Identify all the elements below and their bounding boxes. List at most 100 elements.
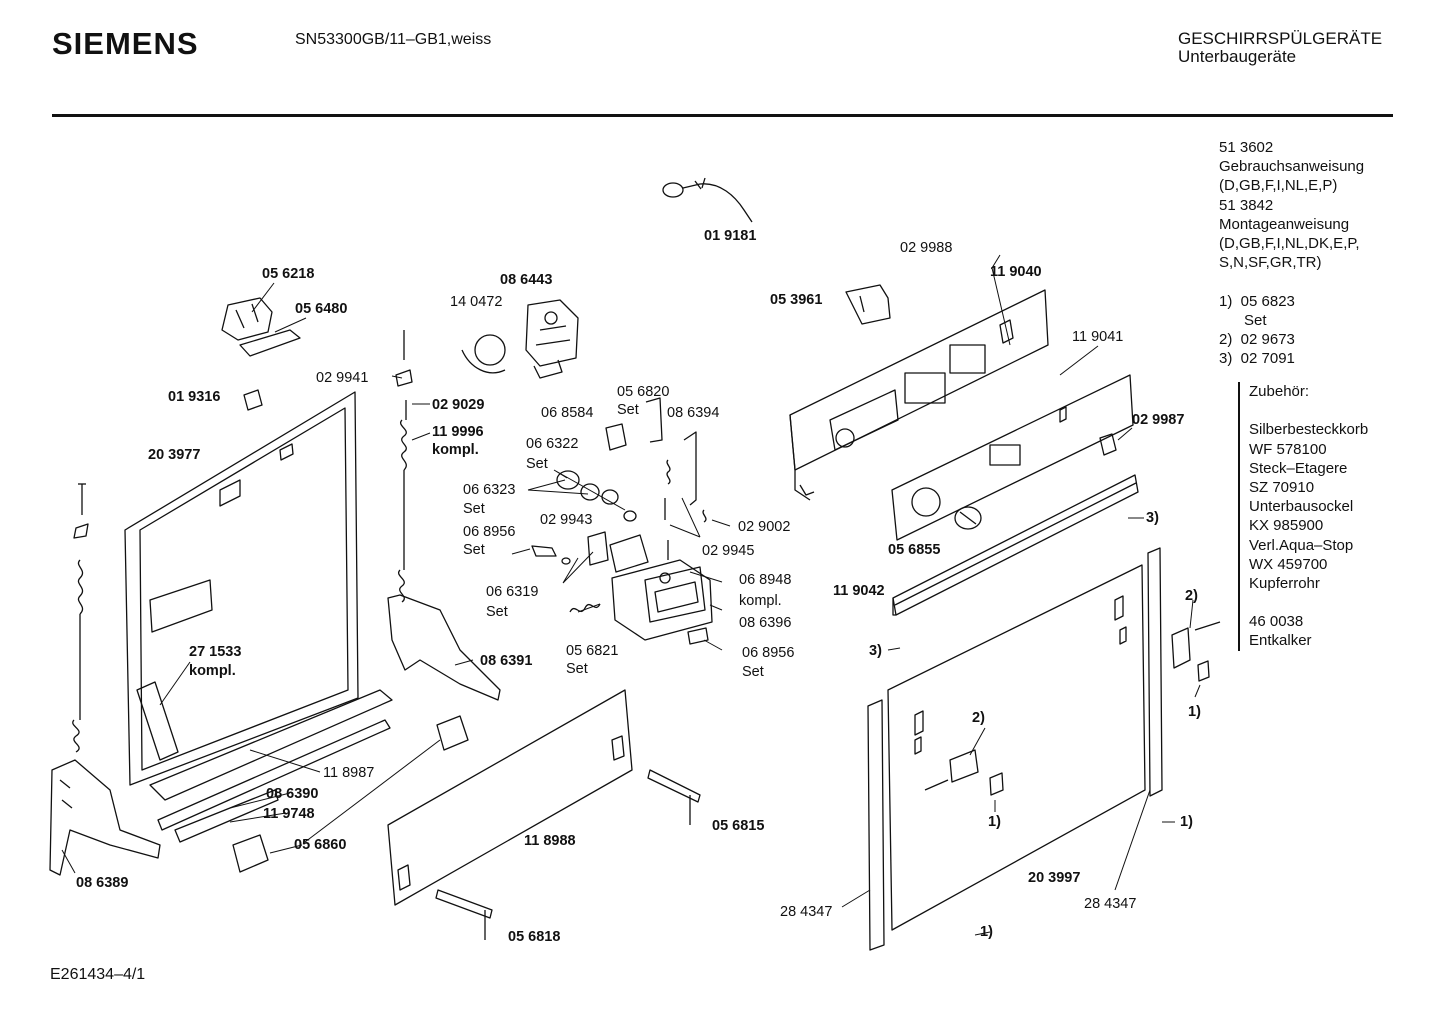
- label-ref1-center: 1): [988, 814, 1001, 830]
- label-086396: 08 6396: [739, 615, 791, 631]
- base-strip-part: [387, 689, 633, 906]
- side-note-line: (D,GB,F,I,NL,DK,E,P,: [1219, 234, 1360, 252]
- label-set-066323: Set: [463, 501, 485, 517]
- label-056218: 05 6218: [262, 266, 314, 282]
- label-029029: 02 9029: [432, 397, 484, 413]
- brand-logo: SIEMENS: [52, 26, 199, 61]
- pin-part-a: [531, 545, 571, 565]
- label-029002: 02 9002: [738, 519, 790, 535]
- label-056480: 05 6480: [295, 301, 347, 317]
- side-note-line: 51 3602: [1219, 139, 1274, 156]
- label-set-056821: Set: [566, 661, 588, 677]
- door-spring-left-part: [72, 483, 89, 753]
- label-068948: 06 8948: [739, 572, 791, 588]
- side-note-line: 51 3842: [1219, 196, 1274, 214]
- label-ref3-lower: 3): [869, 643, 882, 659]
- hinge-assembly-part: [49, 759, 161, 876]
- label-056860: 05 6860: [294, 837, 346, 853]
- accessory-line: SZ 70910: [1249, 478, 1315, 496]
- control-panel-fascia-part: [789, 289, 1049, 501]
- label-118988: 11 8988: [524, 833, 576, 849]
- accessory-line: Verl.Aqua–Stop: [1249, 536, 1354, 554]
- dispenser-spring-part: [569, 603, 601, 613]
- pin-part-b: [687, 627, 709, 645]
- side-note-line: Montageanweisung: [1219, 215, 1350, 233]
- side-note-line: S,N,SF,GR,TR): [1219, 254, 1322, 272]
- label-kompl-119996: kompl.: [432, 442, 479, 458]
- drawing-id: E261434–4/1: [50, 966, 146, 983]
- label-ref2-center: 2): [972, 710, 985, 726]
- dispenser-levers-part: [605, 397, 707, 560]
- category-title: GESCHIRRSPÜLGERÄTE: [1178, 29, 1383, 48]
- accessory-line: Zubehör:: [1249, 383, 1310, 400]
- appliance-category: GESCHIRRSPÜLGERÄTE Unterbaugeräte: [1178, 30, 1382, 66]
- hinge-cover-part: [221, 297, 301, 357]
- label-119041: 11 9041: [1072, 329, 1123, 345]
- label-203977: 20 3977: [148, 447, 200, 463]
- side-note-line: 1) 05 6823: [1219, 292, 1295, 310]
- label-119040: 11 9040: [990, 264, 1042, 280]
- label-086389: 08 6389: [76, 875, 128, 891]
- side-note-line: 3) 02 7091: [1219, 350, 1295, 368]
- label-056815: 05 6815: [712, 818, 764, 834]
- label-068956-b: 06 8956: [742, 645, 794, 661]
- label-119042: 11 9042: [833, 583, 885, 599]
- label-029988: 02 9988: [900, 240, 952, 256]
- label-086443: 08 6443: [500, 272, 552, 288]
- door-spring-mid-part: [395, 330, 413, 603]
- label-029945: 02 9945: [702, 543, 754, 559]
- trim-strip-part: [149, 689, 393, 843]
- label-set-068956-a: Set: [463, 542, 485, 558]
- label-ref3-upper: 3): [1146, 510, 1159, 526]
- timer-knob-part: [461, 334, 506, 374]
- accessory-line: Steck–Etagere: [1249, 459, 1348, 477]
- inner-panel-part: [891, 374, 1134, 541]
- label-140472: 14 0472: [450, 294, 502, 310]
- label-284347-right: 28 4347: [1084, 896, 1136, 912]
- parts-drawing: [49, 177, 1221, 951]
- outer-door-panel-part: [887, 564, 1146, 931]
- accessory-line: KX 985900: [1249, 517, 1324, 535]
- label-066322: 06 6322: [526, 436, 578, 452]
- cable-part: [662, 177, 753, 223]
- label-056820: 05 6820: [617, 384, 669, 400]
- label-056855: 05 6855: [888, 542, 940, 558]
- label-118987: 11 8987: [323, 765, 374, 781]
- accessory-line: Silberbesteckkorb: [1249, 421, 1369, 439]
- side-strip-left-part: [867, 699, 885, 951]
- program-knob-part: [954, 506, 982, 530]
- header-rule: [52, 114, 1393, 117]
- side-note-line: (D,GB,F,I,NL,E,P): [1219, 177, 1338, 195]
- label-029943: 02 9943: [540, 512, 592, 528]
- bracket-part: [845, 284, 891, 325]
- base-bracket-right-part: [647, 769, 701, 825]
- label-056818: 05 6818: [508, 929, 560, 945]
- label-284347-left: 28 4347: [780, 904, 832, 920]
- model-number: SN53300GB/11–GB1,weiss: [295, 31, 492, 48]
- label-ref1-lowerright: 1): [1180, 814, 1193, 830]
- side-note-line: 2) 02 9673: [1219, 330, 1295, 348]
- label-086390: 08 6390: [266, 786, 318, 802]
- leader-lines: [61, 254, 1201, 936]
- label-ref1-bottom: 1): [980, 924, 993, 940]
- hinge-bracket-part: [387, 594, 501, 701]
- label-set-066319: Set: [486, 604, 508, 620]
- label-271533: 27 1533: [189, 644, 241, 660]
- label-set-066322: Set: [526, 456, 548, 472]
- label-kompl-271533: kompl.: [189, 663, 236, 679]
- label-203997: 20 3997: [1028, 870, 1080, 886]
- label-056821: 05 6821: [566, 643, 618, 659]
- profile-strip-part: [892, 474, 1139, 616]
- label-066323: 06 6323: [463, 482, 515, 498]
- motor-part: [525, 299, 579, 379]
- label-029987: 02 9987: [1132, 412, 1184, 428]
- label-068584: 06 8584: [541, 405, 593, 421]
- label-019316: 01 9316: [168, 389, 220, 405]
- label-119996: 11 9996: [432, 424, 484, 440]
- label-set-056820: Set: [617, 402, 639, 418]
- label-ref2-right: 2): [1185, 588, 1198, 604]
- plinth-strip-part: [136, 681, 179, 761]
- accessory-line: Unterbausockel: [1249, 498, 1354, 516]
